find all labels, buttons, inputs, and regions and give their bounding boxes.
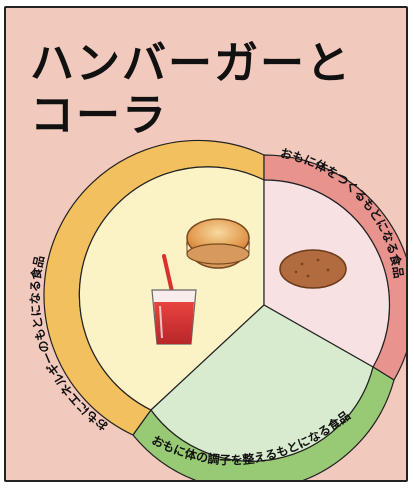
food-group-card: ハンバーガーと コーラ おもにエネルギーのもとになる食品 xyxy=(4,6,408,482)
patty-icon xyxy=(279,249,347,289)
segment-green xyxy=(150,304,374,462)
title-line-1: ハンバーガーと xyxy=(30,38,352,89)
food-group-circle: おもにエネルギーのもとになる食品 おもに体をつくるもとになる食品 おもに体の調子… xyxy=(28,139,406,480)
bun-icon xyxy=(186,218,250,269)
cola-glass-icon xyxy=(151,254,197,345)
title-line-2: コーラ xyxy=(30,90,168,141)
